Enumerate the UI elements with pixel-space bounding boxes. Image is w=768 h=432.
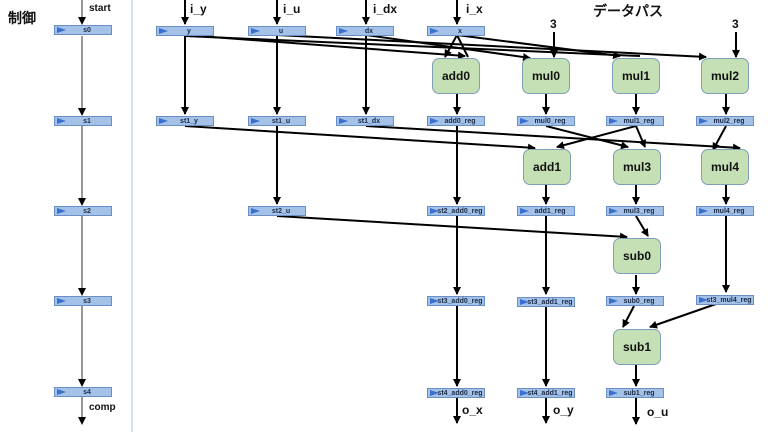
input-label-i-dx: i_dx <box>373 2 398 16</box>
register-x: x <box>427 26 485 36</box>
register-st1-u: st1_u <box>248 116 306 126</box>
operator-sub0: sub0 <box>613 238 661 274</box>
operator-add1: add1 <box>523 149 571 185</box>
clock-icon <box>609 118 618 124</box>
constant-label: 3 <box>550 17 557 31</box>
input-label-i-u: i_u <box>283 2 301 16</box>
clock-icon <box>520 208 529 214</box>
constant-label: 3 <box>732 17 739 31</box>
clock-icon <box>609 208 618 214</box>
register-st3-add1-reg: st3_add1_reg <box>517 297 575 307</box>
state-s0: s0 <box>54 25 112 35</box>
clock-icon <box>430 118 439 124</box>
clock-icon <box>251 28 260 34</box>
clock-icon <box>159 118 168 124</box>
clock-icon <box>57 27 66 33</box>
clock-icon <box>430 208 439 214</box>
operator-sub1: sub1 <box>613 329 661 365</box>
register-add1-reg: add1_reg <box>517 206 575 216</box>
register-st2-add0-reg: st2_add0_reg <box>427 206 485 216</box>
register-mul0-reg: mul0_reg <box>517 116 575 126</box>
clock-icon <box>251 208 260 214</box>
register-st1-dx: st1_dx <box>336 116 394 126</box>
register-st3-add0-reg: st3_add0_reg <box>427 296 485 306</box>
output-label-o-y: o_y <box>553 403 574 417</box>
clock-icon <box>520 390 529 396</box>
register-y: y <box>156 26 214 36</box>
clock-icon <box>609 390 618 396</box>
operator-add0: add0 <box>432 58 480 94</box>
start-label: start <box>89 3 111 14</box>
register-st2-u: st2_u <box>248 206 306 216</box>
register-sub1-reg: sub1_reg <box>606 388 664 398</box>
clock-icon <box>339 28 348 34</box>
state-s2: s2 <box>54 206 112 216</box>
register-mul4-reg: mul4_reg <box>696 206 754 216</box>
register-u: u <box>248 26 306 36</box>
clock-icon <box>430 298 439 304</box>
clock-icon <box>57 389 66 395</box>
input-label-i-x: i_x <box>466 2 483 16</box>
output-label-o-x: o_x <box>462 403 483 417</box>
clock-icon <box>699 118 708 124</box>
clock-icon <box>609 298 618 304</box>
control-section-title: 制御 <box>8 11 36 27</box>
state-s3: s3 <box>54 296 112 306</box>
comp-label: comp <box>89 402 116 413</box>
register-add0-reg: add0_reg <box>427 116 485 126</box>
operator-mul2: mul2 <box>701 58 749 94</box>
clock-icon <box>699 297 708 303</box>
register-st4-add0-reg: st4_add0_reg <box>427 388 485 398</box>
clock-icon <box>520 299 529 305</box>
register-st4-add1-reg: st4_add1_reg <box>517 388 575 398</box>
clock-icon <box>57 298 66 304</box>
register-st3-mul4-reg: st3_mul4_reg <box>696 295 754 305</box>
input-label-i-y: i_y <box>190 2 207 16</box>
clock-icon <box>339 118 348 124</box>
register-st1-y: st1_y <box>156 116 214 126</box>
register-mul3-reg: mul3_reg <box>606 206 664 216</box>
clock-icon <box>159 28 168 34</box>
state-s4: s4 <box>54 387 112 397</box>
operator-mul3: mul3 <box>613 149 661 185</box>
clock-icon <box>430 390 439 396</box>
clock-icon <box>57 118 66 124</box>
clock-icon <box>699 208 708 214</box>
operator-mul0: mul0 <box>522 58 570 94</box>
datapath-wires <box>181 0 741 425</box>
clock-icon <box>520 118 529 124</box>
clock-icon <box>430 28 439 34</box>
output-label-o-u: o_u <box>647 405 669 419</box>
datapath-section-title: データパス <box>593 4 663 20</box>
state-s1: s1 <box>54 116 112 126</box>
clock-icon <box>57 208 66 214</box>
register-mul2-reg: mul2_reg <box>696 116 754 126</box>
register-dx: dx <box>336 26 394 36</box>
register-mul1-reg: mul1_reg <box>606 116 664 126</box>
register-sub0-reg: sub0_reg <box>606 296 664 306</box>
operator-mul4: mul4 <box>701 149 749 185</box>
clock-icon <box>251 118 260 124</box>
operator-mul1: mul1 <box>612 58 660 94</box>
